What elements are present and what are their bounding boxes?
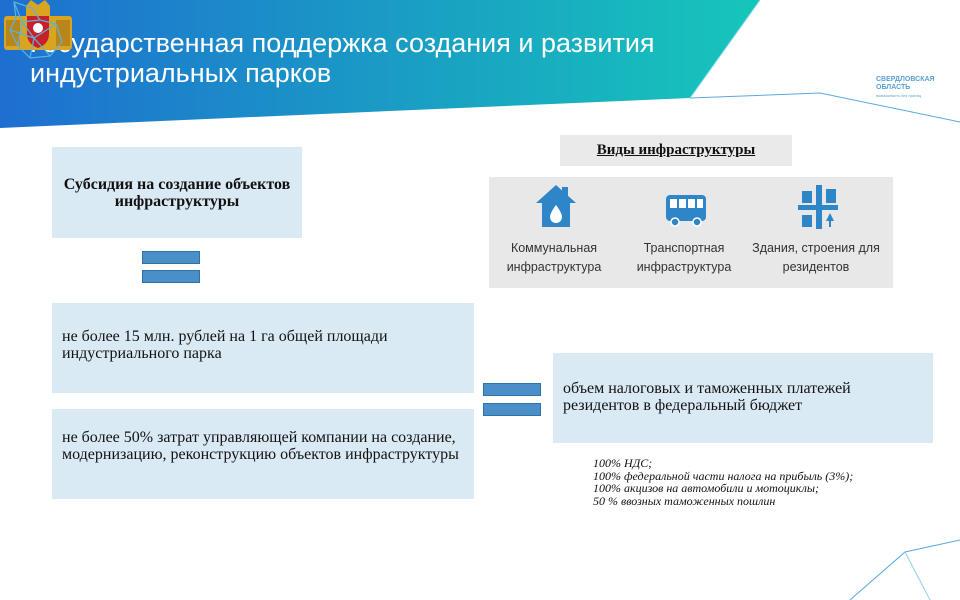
header-background [0,0,960,128]
condition-cost-share: не более 50% затрат управляющей компании… [52,409,474,499]
sverdlovsk-region-logo-icon [9,1,63,59]
tax-notes: 100% НДС; 100% федеральной части налога … [593,457,853,507]
infrastructure-item-label: Транспортная инфраструктура [636,241,732,274]
region-name: СВЕРДЛОВСКАЯ ОБЛАСТЬ [876,76,935,91]
condition-text: не более 50% затрат управляющей компании… [62,429,459,463]
equals-sign-bottom-bar [142,270,200,283]
infrastructure-item-label: Здания, строения для резидентов [752,241,880,274]
infrastructure-panel: Коммунальная инфраструктура Транспортная… [489,177,893,288]
infrastructure-item-communal: Коммунальная инфраструктура [489,177,619,288]
house-icon [536,185,576,227]
tax-note: 100% акцизов на автомобили и мотоциклы; [593,481,820,495]
tax-note: 100% федеральной части налога на прибыль… [593,468,854,483]
equals-sign-top-bar [483,383,541,396]
buildings-icon [798,185,838,229]
equals-sign-top-bar [142,251,200,264]
infrastructure-item-transport: Транспортная инфраструктура [619,177,749,288]
federal-budget-box: объем налоговых и таможенных платежей ре… [553,353,933,443]
infrastructure-item-label: Коммунальная инфраструктура [506,241,602,274]
infrastructure-title-box: Виды инфраструктуры [560,135,792,166]
condition-area-limit: не более 15 млн. рублей на 1 га общей пл… [52,303,474,393]
header-banner: Государственная поддержка создания и раз… [0,0,960,130]
tax-note: 100% НДС; [593,456,653,470]
region-slogan: возможность без границ [876,93,922,98]
tax-note: 50 % ввозных таможенных пошлин [593,493,776,508]
infrastructure-title: Виды инфраструктуры [596,142,756,158]
bus-icon [666,195,706,227]
condition-text: не более 15 млн. рублей на 1 га общей пл… [62,328,388,362]
infrastructure-item-buildings: Здания, строения для резидентов [751,177,881,288]
subsidy-box: Субсидия на создание объектов инфраструк… [52,147,302,238]
subsidy-label: Субсидия на создание объектов инфраструк… [63,175,291,210]
page-title: Государственная поддержка создания и раз… [30,28,655,88]
equals-sign-bottom-bar [483,403,541,416]
federal-budget-label: объем налоговых и таможенных платежей ре… [563,380,851,414]
